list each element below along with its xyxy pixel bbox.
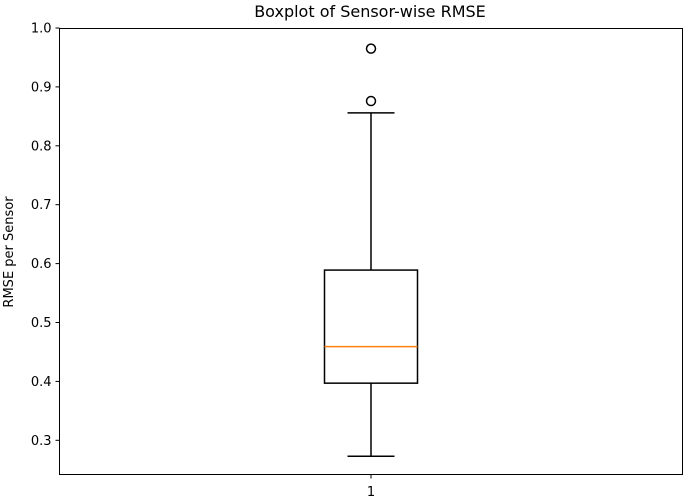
y-tick-0-7: 0.7	[31, 198, 60, 213]
y-tick-label-0-3: 0.3	[31, 434, 52, 449]
box-series-1	[323, 43, 419, 457]
y-tick-label-0-5: 0.5	[31, 316, 52, 331]
y-tick-label-0-9: 0.9	[31, 80, 52, 95]
outlier-point-1-1	[365, 95, 377, 107]
y-axis-label: RMSE per Sensor	[2, 196, 17, 308]
y-axis: 0.3 0.4 0.5 0.6 0.7 0.8 0.9 1.0	[31, 22, 60, 449]
x-tick-label-1: 1	[367, 485, 375, 500]
y-tick-0-9: 0.9	[31, 80, 60, 95]
y-tick-0-4: 0.4	[31, 375, 60, 390]
y-tick-0-6: 0.6	[31, 257, 60, 272]
iqr-box-1	[323, 269, 419, 384]
x-axis: 1	[367, 474, 375, 500]
y-tick-label-0-7: 0.7	[31, 198, 52, 213]
y-tick-label-0-4: 0.4	[31, 375, 52, 390]
boxplot-series	[323, 43, 419, 457]
chart-title: Boxplot of Sensor-wise RMSE	[254, 2, 486, 21]
y-tick-label-0-6: 0.6	[31, 257, 52, 272]
y-tick-label-0-8: 0.8	[31, 139, 52, 154]
y-tick-0-5: 0.5	[31, 316, 60, 331]
y-tick-0-8: 0.8	[31, 139, 60, 154]
y-tick-1-0: 1.0	[31, 22, 60, 37]
y-tick-0-3: 0.3	[31, 434, 60, 449]
y-tick-label-1-0: 1.0	[31, 22, 52, 37]
x-tick-1: 1	[367, 474, 375, 500]
outlier-point-1-2	[365, 43, 377, 54]
